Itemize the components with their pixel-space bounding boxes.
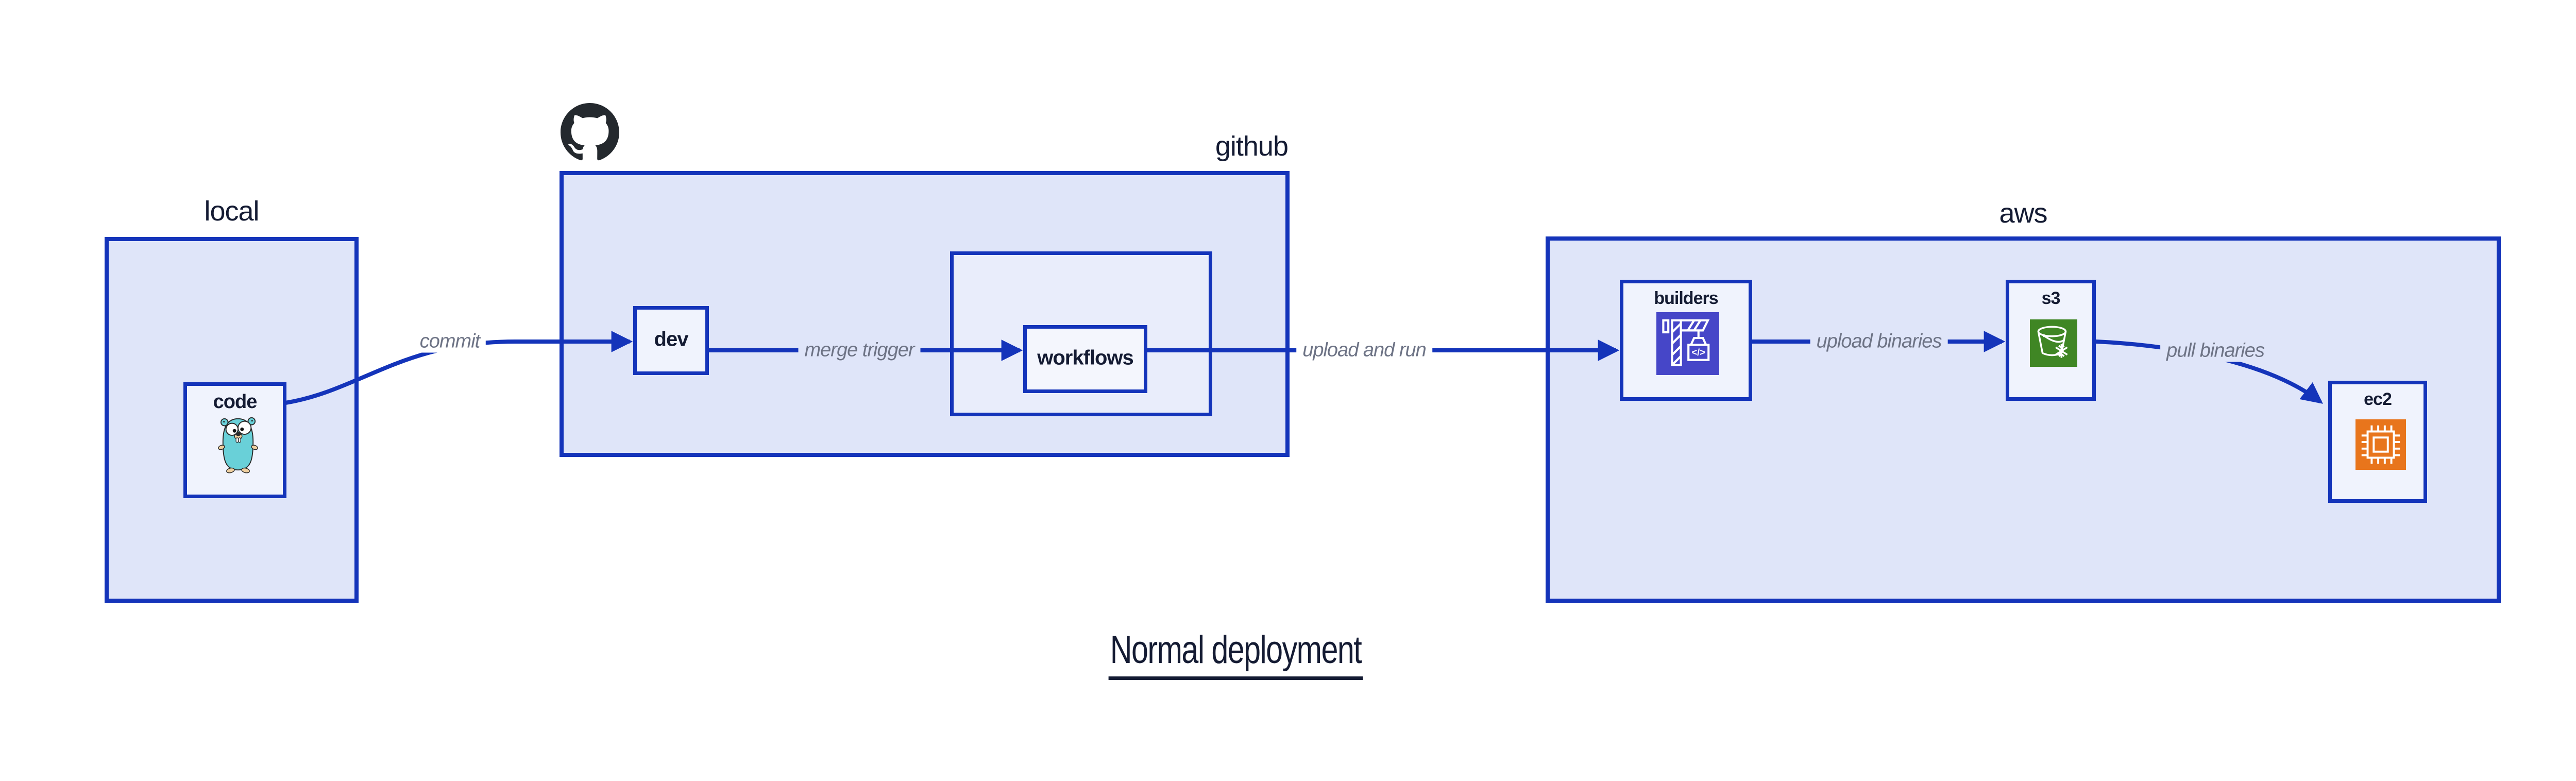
codebuild-glyph-text: </> bbox=[1692, 347, 1705, 358]
node-ec2-box: ec2 bbox=[2328, 381, 2427, 503]
node-dev-label: dev bbox=[654, 328, 689, 351]
node-builders-label: builders bbox=[1654, 288, 1718, 308]
group-label-local: local bbox=[204, 196, 259, 227]
node-code-label: code bbox=[213, 391, 258, 413]
node-dev-box: dev bbox=[633, 306, 709, 375]
github-logo-icon bbox=[561, 103, 619, 161]
node-workflows-label: workflows bbox=[1037, 346, 1134, 369]
node-workflows-box: workflows bbox=[1023, 325, 1147, 393]
node-builders-box: builders </> bbox=[1620, 280, 1752, 401]
edge-label-upload-binaries: upload binaries bbox=[1810, 330, 1948, 353]
node-code-box: code bbox=[183, 382, 286, 498]
aws-s3-glacier-icon bbox=[2030, 319, 2077, 367]
group-label-aws: aws bbox=[1999, 198, 2047, 229]
edge-label-merge-trigger: merge trigger bbox=[798, 339, 921, 362]
aws-ec2-icon bbox=[2355, 419, 2406, 470]
edge-label-pull-binaries: pull binaries bbox=[2160, 339, 2270, 362]
aws-codebuild-icon: </> bbox=[1656, 312, 1719, 375]
diagram-caption: Normal deployment bbox=[1108, 627, 1363, 680]
edge-label-upload-and-run: upload and run bbox=[1296, 339, 1432, 362]
node-ec2-label: ec2 bbox=[2364, 389, 2392, 409]
edge-label-commit: commit bbox=[413, 330, 486, 353]
node-s3-box: s3 bbox=[2006, 280, 2096, 401]
group-box-master bbox=[950, 251, 1212, 416]
node-s3-label: s3 bbox=[2041, 288, 2061, 308]
group-label-github: github bbox=[1215, 131, 1289, 162]
go-gopher-icon bbox=[218, 417, 258, 473]
diagram-caption-wrap: Normal deployment bbox=[968, 627, 1503, 680]
